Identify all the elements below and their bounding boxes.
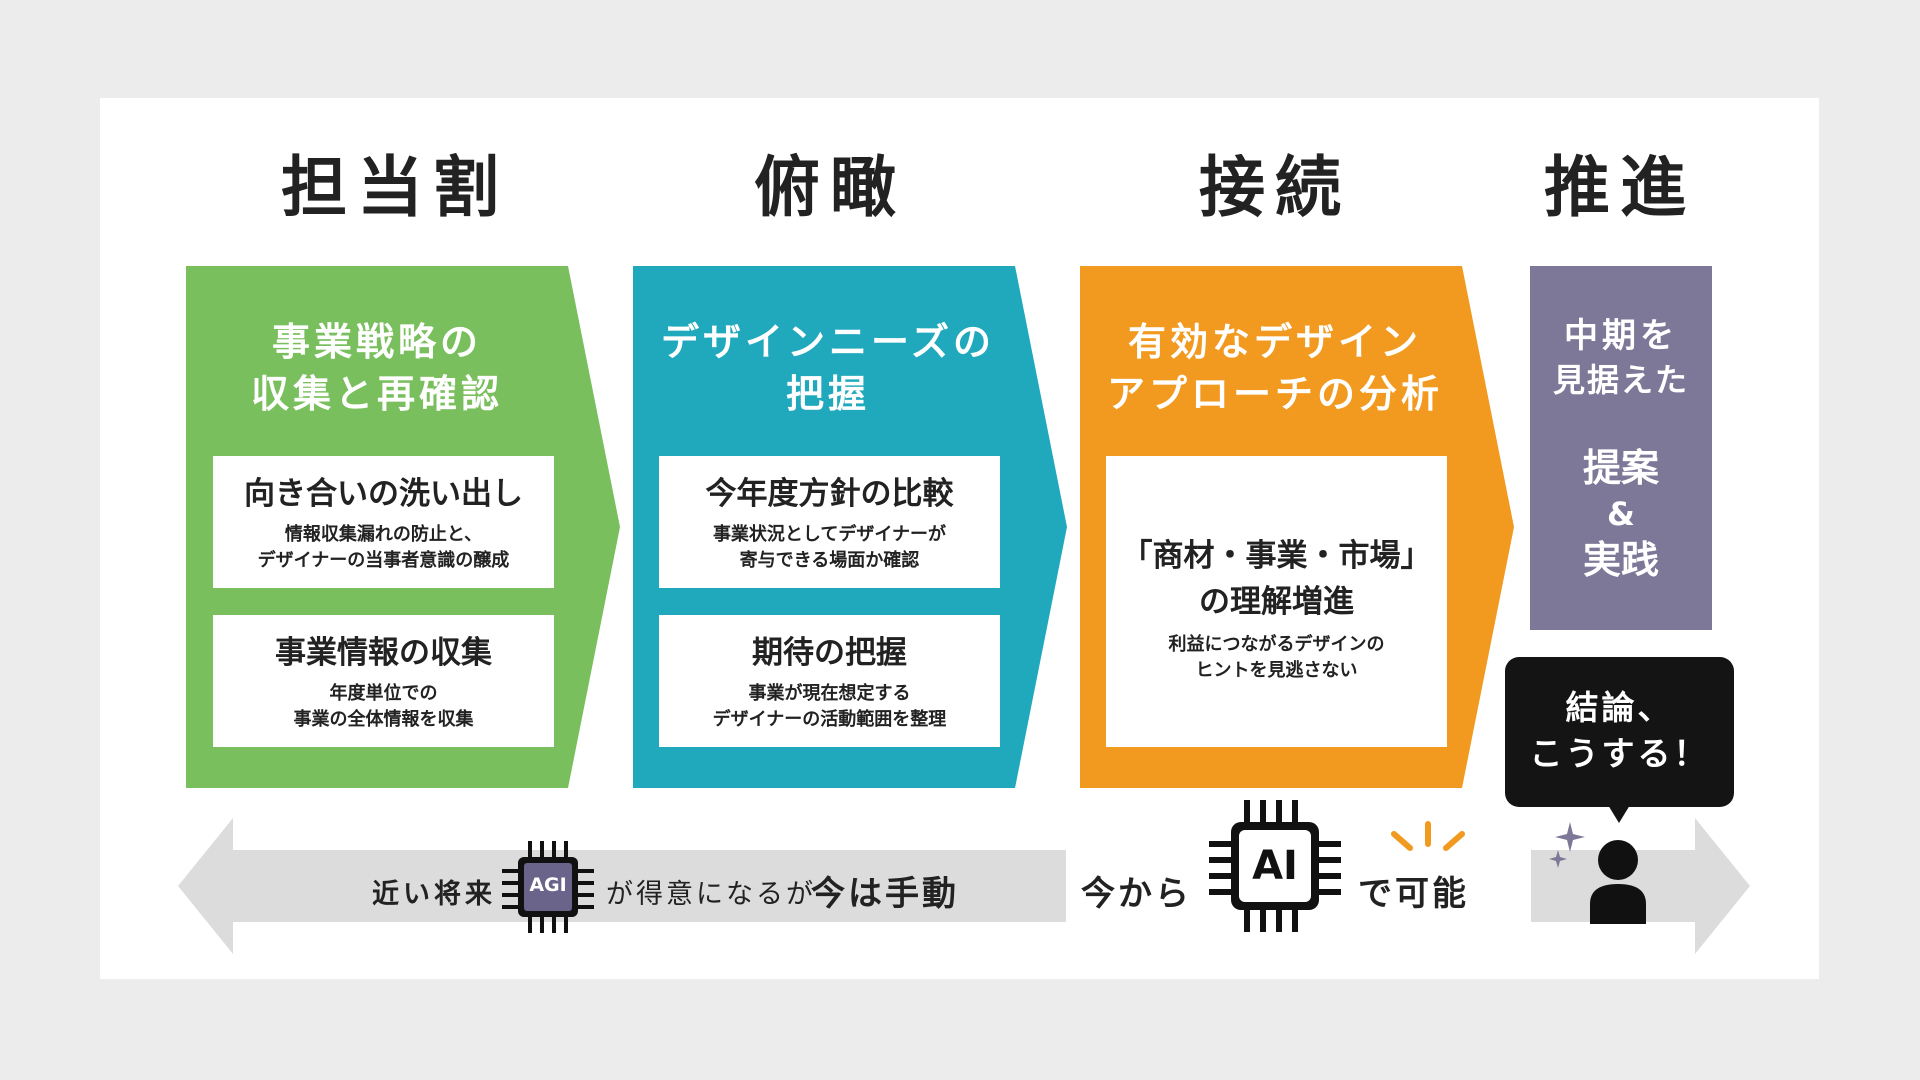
sparkle-rays-icon: [1391, 821, 1465, 851]
stage-title-line1: 有効なデザイン: [1127, 320, 1422, 364]
box-title: 今年度方針の比較: [705, 476, 954, 512]
info-box: 「商材・事業・市場」 の理解増進 利益につながるデザインの ヒントを見逃さない: [1106, 456, 1447, 747]
box-subtext-line1: 年度単位での: [329, 683, 438, 704]
heading-promotion: 推進: [1544, 149, 1696, 226]
good-at-label: が得意になるが: [606, 879, 816, 910]
box-subtext-line2: 寄与できる場面か確認: [739, 550, 920, 571]
stage-title: 有効なデザイン アプローチの分析: [1080, 316, 1470, 420]
bubble-line2: こうする！: [1529, 734, 1710, 773]
speech-bubble: 結論、 こうする！: [1505, 657, 1734, 807]
heading-assignment: 担当割: [281, 149, 509, 226]
timeline-double-arrow: [178, 818, 1750, 954]
stage-title-line1: 事業戦略の: [271, 320, 482, 364]
box-title: 向き合いの洗い出し: [244, 476, 523, 512]
stage-title: デザインニーズの 把握: [633, 316, 1023, 420]
box-subtext-line2: 事業の全体情報を収集: [293, 709, 474, 730]
manual-now-label: 今は手動: [811, 874, 959, 914]
info-box: 事業情報の収集 年度単位での 事業の全体情報を収集: [213, 615, 554, 747]
box-subtext-line1: 利益につながるデザインの: [1168, 634, 1385, 655]
ai-chip-icon: AI: [1207, 798, 1343, 934]
box-title: 事業情報の収集: [275, 635, 492, 671]
speech-bubble-tail: [1608, 805, 1630, 823]
stage-title: 事業戦略の 収集と再確認: [186, 316, 568, 420]
box-subtext-line1: 事業状況としてデザイナーが: [712, 524, 947, 545]
stage-orange-block: 有効なデザイン アプローチの分析 「商材・事業・市場」 の理解増進 利益につなが…: [1080, 266, 1514, 788]
box-title: 期待の把握: [752, 635, 907, 671]
star-sparkles-icon: [1549, 822, 1585, 868]
final-line3: 提案: [1582, 446, 1659, 490]
near-future-label: 近い将来: [372, 879, 496, 910]
heading-connection: 接続: [1199, 149, 1351, 226]
stage-title-line2: 把握: [785, 372, 870, 416]
box-subtext-line1: 情報収集漏れの防止と、: [284, 524, 483, 545]
arrow-left-segment: [178, 818, 1066, 954]
box-title-line1: 「商材・事業・市場」: [1121, 538, 1432, 574]
final-line4: &: [1607, 495, 1635, 533]
ai-chip-label: AI: [1252, 843, 1298, 889]
box-subtext-line2: ヒントを見逃さない: [1195, 660, 1358, 681]
agi-chip-label: AGI: [529, 874, 567, 896]
box-title-line2: の理解増進: [1199, 584, 1354, 620]
final-line2: 見据えた: [1552, 361, 1689, 399]
info-box: 向き合いの洗い出し 情報収集漏れの防止と、 デザイナーの当事者意識の醸成: [213, 456, 554, 588]
arrow-right-segment: [1531, 818, 1750, 954]
stage-title-line2: アプローチの分析: [1106, 372, 1443, 416]
heading-overview: 俯瞰: [754, 149, 906, 226]
bubble-line1: 結論、: [1565, 688, 1674, 727]
box-subtext-line2: デザイナーの当事者意識の醸成: [257, 550, 510, 571]
final-line1: 中期を: [1564, 316, 1678, 356]
stage-title-line2: 収集と再確認: [250, 372, 503, 416]
final-line5: 実践: [1582, 538, 1659, 582]
box-subtext-line2: デザイナーの活動範囲を整理: [712, 709, 947, 730]
person-icon: [1590, 840, 1646, 924]
from-now-label: 今から: [1081, 874, 1192, 914]
possible-label: で可能: [1358, 874, 1469, 914]
info-box: 今年度方針の比較 事業状況としてデザイナーが 寄与できる場面か確認: [659, 456, 1000, 588]
box-subtext-line1: 事業が現在想定する: [748, 683, 911, 704]
final-column: 中期を 見据えた 提案 & 実践: [1530, 266, 1712, 630]
stage-teal-block: デザインニーズの 把握 今年度方針の比較 事業状況としてデザイナーが 寄与できる…: [633, 266, 1067, 788]
stage-green-block: 事業戦略の 収集と再確認 向き合いの洗い出し 情報収集漏れの防止と、 デザイナー…: [186, 266, 620, 788]
stage-title-line1: デザインニーズの: [660, 320, 996, 364]
agi-chip-icon: AGI: [500, 839, 596, 935]
info-box: 期待の把握 事業が現在想定する デザイナーの活動範囲を整理: [659, 615, 1000, 747]
